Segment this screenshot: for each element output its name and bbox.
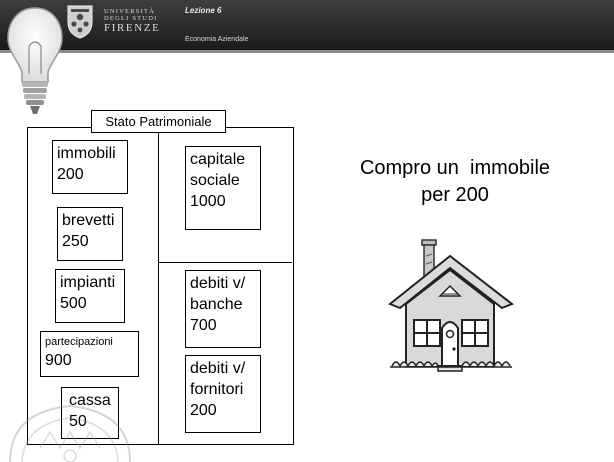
equity-line-2: sociale bbox=[190, 172, 240, 189]
lesson-label: Lezione 6 bbox=[185, 6, 222, 15]
asset-name: impianti bbox=[60, 274, 116, 291]
balance-sheet-horizontal-divider bbox=[158, 262, 292, 263]
house-icon bbox=[388, 239, 514, 372]
watermark-seal-icon bbox=[9, 404, 131, 462]
headline-line-1: Compro un immobile bbox=[359, 157, 551, 179]
asset-name: immobili bbox=[57, 145, 116, 162]
liability-value: 200 bbox=[190, 402, 217, 419]
asset-brevetti: brevetti 250 bbox=[57, 207, 123, 261]
asset-value: 500 bbox=[60, 295, 87, 312]
asset-name: brevetti bbox=[62, 212, 115, 229]
university-seal-icon bbox=[67, 5, 93, 39]
asset-value: 200 bbox=[57, 166, 84, 183]
header-bar bbox=[0, 0, 614, 50]
university-line-1: UNIVERSITÀ bbox=[104, 8, 155, 15]
equity-line-1: capitale bbox=[190, 151, 246, 168]
liability-line-1: debiti v/ bbox=[190, 275, 246, 292]
liability-value: 700 bbox=[190, 317, 217, 334]
liability-line-2: banche bbox=[190, 296, 243, 313]
university-name: UNIVERSITÀ DEGLI STUDI FIRENZE bbox=[104, 8, 161, 34]
university-line-3: FIRENZE bbox=[104, 22, 161, 34]
liability-debiti-banche: debiti v/ banche 700 bbox=[185, 270, 261, 348]
asset-partecipazioni: partecipazioni 900 bbox=[40, 331, 139, 377]
headline: Compro un immobile per 200 bbox=[330, 155, 580, 209]
headline-line-2: per 200 bbox=[421, 184, 489, 206]
asset-immobili: immobili 200 bbox=[52, 140, 128, 194]
liability-line-2: fornitori bbox=[190, 381, 244, 398]
asset-value: 250 bbox=[62, 233, 89, 250]
balance-sheet-title: Stato Patrimoniale bbox=[91, 110, 226, 133]
balance-sheet-vertical-divider bbox=[158, 127, 159, 444]
light-bulb-icon bbox=[7, 7, 63, 114]
equity-value: 1000 bbox=[190, 193, 226, 210]
asset-value: 50 bbox=[69, 413, 87, 430]
header-rule bbox=[0, 50, 614, 53]
asset-name: cassa bbox=[69, 392, 111, 409]
asset-impianti: impianti 500 bbox=[55, 269, 125, 323]
equity-capitale-sociale: capitale sociale 1000 bbox=[185, 146, 261, 230]
university-line-2: DEGLI STUDI bbox=[104, 14, 158, 22]
asset-value: 900 bbox=[45, 352, 72, 369]
asset-name: partecipazioni bbox=[45, 336, 113, 348]
liability-line-1: debiti v/ bbox=[190, 360, 246, 377]
asset-cassa: cassa 50 bbox=[61, 387, 119, 439]
course-label: Economia Aziendale bbox=[185, 36, 249, 43]
liability-debiti-fornitori: debiti v/ fornitori 200 bbox=[185, 355, 261, 433]
